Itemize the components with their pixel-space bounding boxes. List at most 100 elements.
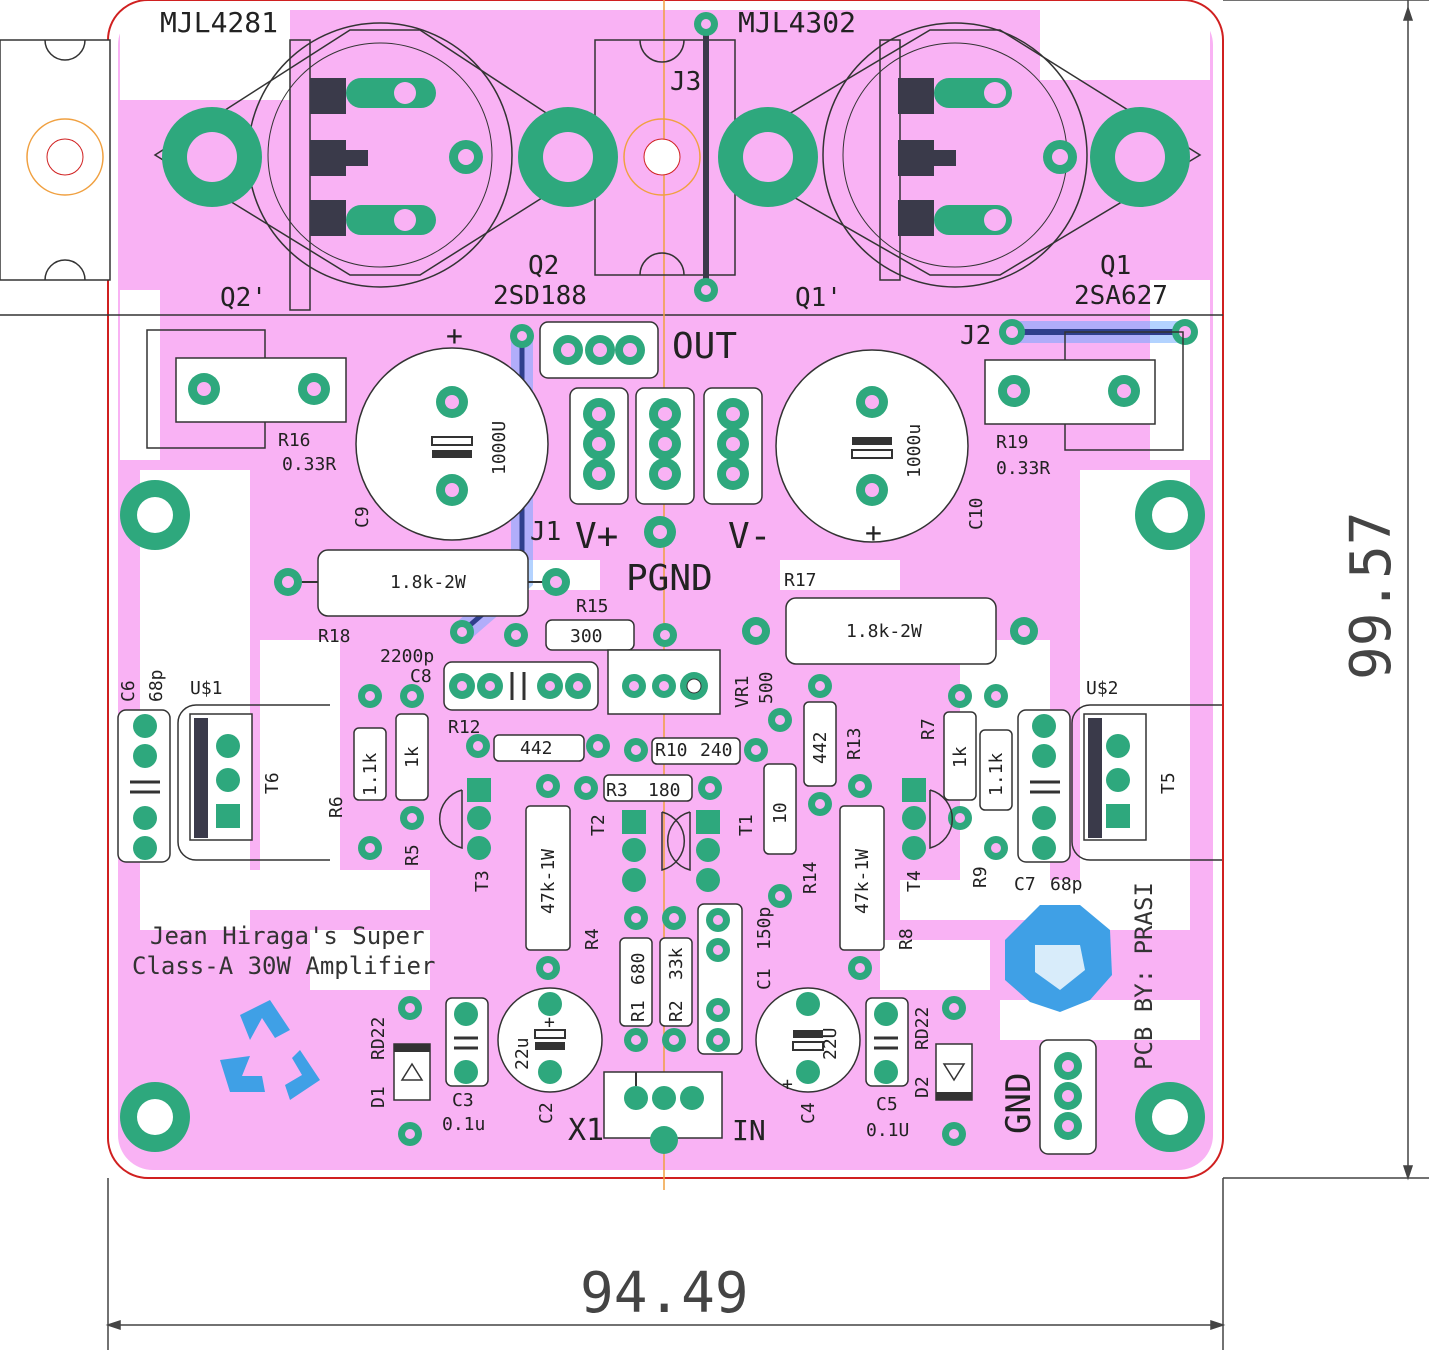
label-c2-plus: +	[544, 1012, 555, 1033]
label-r10: R10	[655, 740, 688, 761]
label-c8-val: 2200p	[380, 646, 434, 667]
label-c3: C3	[452, 1090, 474, 1111]
label-r5-val: 1k	[402, 746, 423, 768]
label-r8-val: 47k-1W	[852, 849, 873, 914]
label-q1: Q1	[1100, 251, 1131, 281]
label-vr1-val: 500	[756, 671, 777, 704]
label-pgnd: PGND	[626, 558, 713, 599]
label-c7-val: 68p	[1050, 874, 1083, 895]
label-q1-part: 2SA627	[1074, 281, 1168, 311]
label-r7: R7	[918, 718, 939, 740]
label-t2: T2	[588, 814, 609, 836]
label-c9-plus: +	[446, 319, 463, 352]
label-c4: C4	[798, 1102, 819, 1124]
transistor-q2	[153, 22, 618, 311]
label-c6-val: 68p	[146, 669, 167, 702]
label-r1-val: 680	[628, 952, 649, 985]
resistor-r17	[742, 597, 1038, 665]
diode-d1	[393, 1043, 431, 1101]
label-vplus: V+	[575, 516, 618, 557]
label-c9: C9	[352, 506, 373, 528]
diode-d2	[935, 1043, 973, 1101]
label-d1-val: RD22	[368, 1017, 389, 1060]
cap-c8	[443, 661, 599, 711]
label-r19: R19	[996, 432, 1029, 453]
label-t3: T3	[472, 870, 493, 892]
transistor-q1	[718, 22, 1202, 288]
label-r18: R18	[318, 626, 351, 647]
label-r3-val: 180	[648, 780, 681, 801]
label-q2-part: 2SD188	[493, 281, 587, 311]
label-r4-val: 47k-1W	[538, 849, 559, 914]
label-r9: R9	[970, 866, 991, 888]
label-d2: D2	[912, 1076, 933, 1098]
gnd-connector	[1039, 1039, 1097, 1155]
label-d2-val: RD22	[912, 1007, 933, 1050]
label-us1: U$1	[190, 678, 223, 699]
mounting-holes	[120, 480, 1205, 1152]
label-c9-val: 1000U	[489, 421, 510, 475]
cap-c5	[865, 997, 909, 1087]
jumper-j3	[694, 12, 718, 302]
label-r12-val: 442	[520, 738, 553, 759]
label-r16-val: 0.33R	[282, 454, 336, 475]
label-c8: C8	[410, 666, 432, 687]
label-d1: D1	[368, 1086, 389, 1108]
label-in: IN	[732, 1114, 766, 1147]
board-outline	[107, 0, 1224, 1179]
label-t5: T5	[1158, 772, 1179, 794]
label-mjl4302: MJL4302	[738, 6, 856, 39]
small-transistors	[438, 778, 954, 892]
resistor-r16	[146, 329, 347, 449]
label-r15-val: 300	[570, 626, 603, 647]
label-r13-val: 442	[810, 731, 831, 764]
board-title-line2: Class-A 30W Amplifier	[132, 952, 435, 980]
label-c5: C5	[876, 1094, 898, 1115]
label-c7: C7	[1014, 874, 1036, 895]
label-c10: C10	[966, 497, 987, 530]
dimension-width	[105, 1178, 1226, 1350]
label-r12: R12	[448, 717, 481, 738]
label-r18-val: 1.8k-2W	[390, 572, 466, 593]
label-r15: R15	[576, 596, 609, 617]
board-title-line1: Jean Hiraga's Super	[150, 922, 425, 950]
cap-c2	[497, 987, 603, 1093]
label-mjl4281: MJL4281	[160, 6, 278, 39]
label-r17: R17	[784, 570, 817, 591]
label-q2p: Q2'	[220, 283, 267, 313]
label-c10-val: 1000u	[904, 424, 925, 478]
module-us2	[1017, 704, 1222, 863]
label-j1: J1	[530, 517, 561, 547]
module-us1	[117, 704, 330, 863]
label-r17-val: 1.8k-2W	[846, 621, 922, 642]
cap-c4	[755, 987, 861, 1093]
label-r2-val: 33k	[666, 947, 687, 980]
small-resistors	[353, 701, 1013, 1055]
label-x1: X1	[568, 1113, 604, 1148]
label-gnd: GND	[999, 1073, 1039, 1134]
label-t6: T6	[262, 772, 283, 794]
recycle-icon	[220, 1000, 320, 1100]
label-r5: R5	[402, 844, 423, 866]
label-c1: C1	[754, 968, 775, 990]
board-credit: PCB BY: PRASI	[1130, 882, 1158, 1070]
label-us2: U$2	[1086, 678, 1119, 699]
dimension-width-label: 94.49	[580, 1261, 749, 1326]
label-j3: J3	[670, 67, 701, 97]
label-q2: Q2	[528, 251, 559, 281]
dimension-height	[1223, 0, 1429, 1181]
label-r9-val: 1.1k	[986, 752, 1007, 796]
label-r14: R14	[800, 861, 821, 894]
resistor-r19	[984, 331, 1184, 451]
power-connectors	[569, 387, 763, 548]
label-r1: R1	[628, 1000, 649, 1022]
cap-c3	[445, 997, 489, 1087]
label-vminus: V-	[728, 516, 771, 557]
label-t4: T4	[904, 870, 925, 892]
label-vr1: VR1	[732, 675, 753, 708]
label-c4-val: 22U	[820, 1027, 841, 1060]
label-r16: R16	[278, 430, 311, 451]
label-r2: R2	[666, 1000, 687, 1022]
label-c3-val: 0.1u	[442, 1114, 485, 1135]
